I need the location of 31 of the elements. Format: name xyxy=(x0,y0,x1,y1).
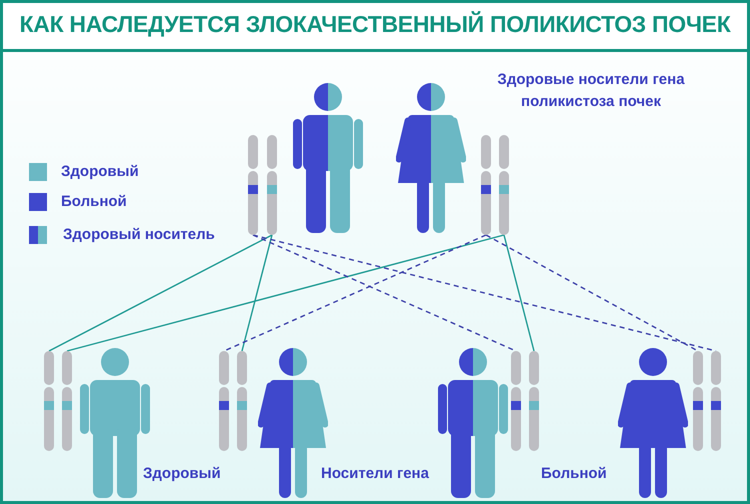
connector-line xyxy=(503,234,535,352)
chromosome-icon xyxy=(511,351,521,451)
chromosome-icon xyxy=(499,135,509,235)
note-text: Здоровые носители гена поликистоза почек xyxy=(496,70,686,112)
woman-figure-icon xyxy=(396,83,466,233)
dashed-line xyxy=(224,234,486,352)
chromosome-icon xyxy=(237,351,247,451)
legend-label: Здоровый носитель xyxy=(63,226,215,243)
caption-text: Носители гена xyxy=(321,465,429,482)
man-figure-icon xyxy=(438,348,508,498)
legend-label: Здоровый xyxy=(61,163,139,180)
chromosome-icon xyxy=(693,351,703,451)
chromosome-icon xyxy=(529,351,539,451)
connector-line xyxy=(241,234,273,352)
chromosome-icon xyxy=(62,351,72,451)
caption-text: Больной xyxy=(541,465,607,482)
chromosome-icon xyxy=(44,351,54,451)
man-figure-icon xyxy=(293,83,363,233)
chromosome-icon xyxy=(248,135,258,235)
dashed-line xyxy=(486,234,698,352)
caption-text: Здоровый xyxy=(143,465,221,482)
connector-line xyxy=(48,234,272,352)
chromosome-icon xyxy=(481,135,491,235)
chromosome-icon xyxy=(219,351,229,451)
dashed-line xyxy=(252,234,716,352)
woman-figure-icon xyxy=(618,348,688,498)
chromosome-icon xyxy=(711,351,721,451)
connector-line xyxy=(66,234,504,352)
title: КАК НАСЛЕДУЕТСЯ ЗЛОКАЧЕСТВЕННЫЙ ПОЛИКИСТОЗ ПОЧЕК xyxy=(18,11,732,38)
chromosome-icon xyxy=(267,135,277,235)
legend-label: Больной xyxy=(61,193,127,210)
